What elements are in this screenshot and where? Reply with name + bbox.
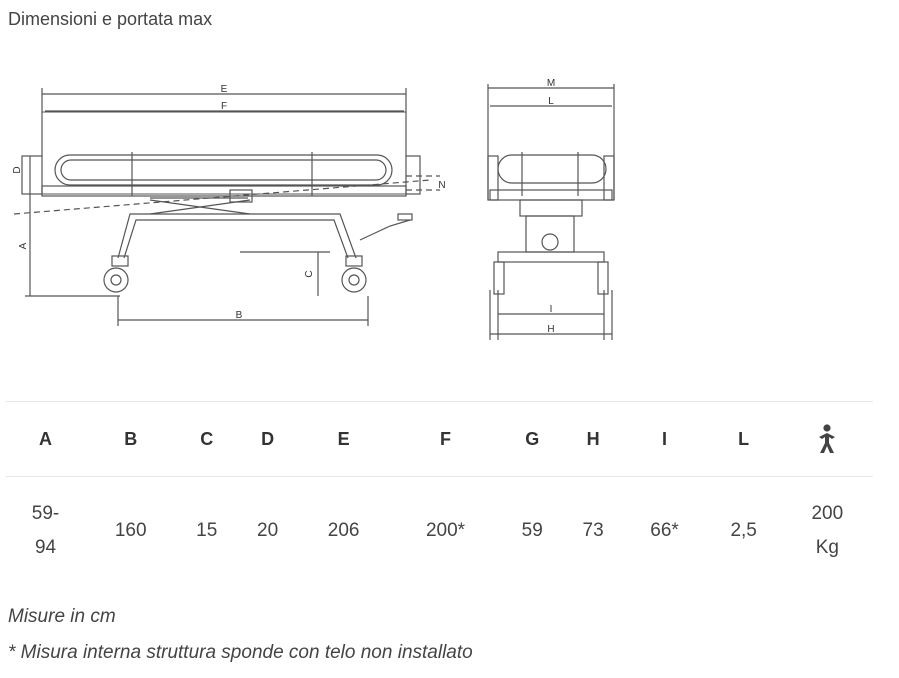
side-dim-label-c: C [304, 270, 315, 277]
value-b: 160 [114, 519, 147, 541]
side-dim-label-d: D [12, 166, 23, 173]
header-row: A B C D E F G H I L [6, 401, 873, 477]
table-row: 59-94 160 15 20 206 200* 59 73 66* 2,5 2… [6, 477, 873, 585]
value-h: 73 [582, 519, 604, 541]
col-header-e: E [337, 428, 350, 449]
side-dim-label-f: F [221, 101, 227, 112]
col-header-a: A [39, 428, 53, 449]
value-e: 206 [327, 519, 360, 541]
side-view [13, 88, 440, 326]
side-dim-label-e: E [221, 84, 228, 95]
col-header-l: L [738, 428, 750, 449]
front-dim-label-m: M [547, 78, 555, 89]
value-g: 59 [521, 519, 543, 541]
col-header-h: H [586, 428, 600, 449]
technical-drawing: EF D A C B N ML IH [12, 78, 615, 340]
front-dim-label-l: L [548, 96, 554, 107]
value-i: 66* [650, 519, 679, 541]
page-title: Dimensioni e portata max [8, 9, 213, 29]
value-a: 59-94 [31, 502, 60, 558]
col-header-b: B [124, 428, 138, 449]
col-header-g: G [525, 428, 540, 449]
side-dim-label-b: B [236, 310, 243, 321]
col-header-f: F [440, 428, 452, 449]
value-c: 15 [196, 519, 218, 541]
col-header-i: I [662, 428, 668, 449]
front-dim-label-i: I [550, 304, 553, 315]
value-d: 20 [257, 519, 279, 541]
side-dim-label-a: A [18, 242, 29, 249]
asterisk-note: * Misura interna struttura sponde con te… [8, 642, 473, 663]
front-view [487, 84, 615, 340]
value-l: 2,5 [730, 519, 757, 541]
col-header-weight [782, 402, 873, 477]
spec-table: A B C D E F G H I L 59-94 160 15 20 206 [6, 401, 873, 585]
col-header-d: D [261, 428, 275, 449]
units-note: Misure in cm [8, 606, 116, 627]
side-dim-label-n: N [438, 180, 445, 191]
front-dim-label-h: H [547, 324, 554, 335]
col-header-c: C [200, 428, 214, 449]
person-icon [819, 424, 836, 453]
value-f: 200* [425, 519, 466, 541]
